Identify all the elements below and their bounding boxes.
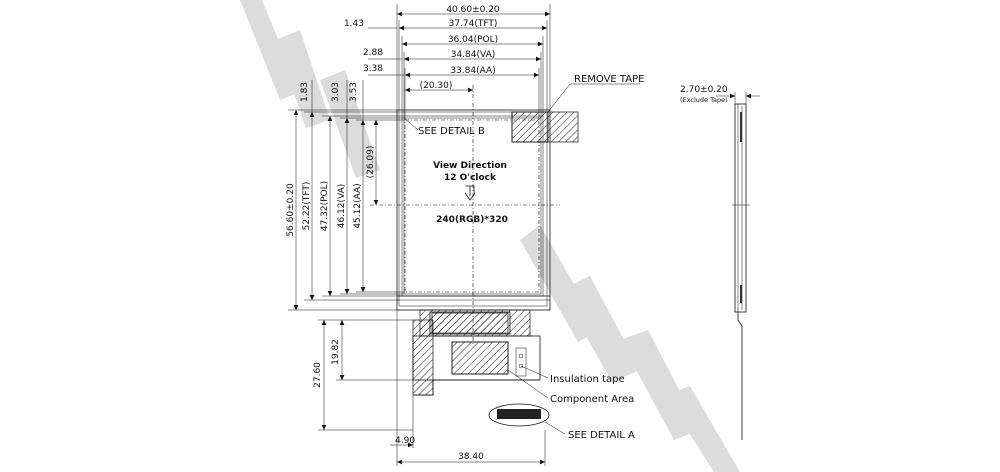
note-component-area: Component Area	[550, 394, 634, 405]
dim-aa-width: 33.84(AA)	[450, 66, 495, 76]
insulation-tape	[515, 347, 527, 377]
detail-a-ellipse	[488, 403, 550, 427]
dim-side-thickness-note: (Exclude Tape)	[680, 96, 728, 104]
width-dimensions: 40.60±0.20 37.74(TFT) 36.04(POL) 34.84(V…	[344, 4, 551, 120]
dim-fpc-part: 19.82	[331, 339, 341, 365]
dim-overall-width: 40.60±0.20	[446, 5, 500, 15]
dim-side-thickness: 2.70±0.20	[680, 85, 728, 95]
dim-va-height: 46.12(VA)	[337, 184, 347, 229]
front-view: View Direction 12 O'clock 240(RGB)*320	[286, 4, 644, 466]
height-dimensions: 56.60±0.20 52.22(TFT) 47.32(POL) 46.12(V…	[286, 80, 405, 311]
dim-aa-height: 45.12(AA)	[353, 183, 363, 228]
dim-overall-height: 56.60±0.20	[286, 183, 296, 237]
fpc-dimensions: 27.60 19.82 4.90 38.40	[313, 310, 546, 466]
fpc-tail	[412, 319, 434, 396]
dim-fpc-offset: 4.90	[395, 436, 415, 446]
note-insulation-tape: Insulation tape	[550, 374, 625, 385]
dim-center-width: (20.30)	[420, 81, 453, 91]
dim-fpc-total: 27.60	[313, 362, 323, 388]
side-view: 2.70±0.20 (Exclude Tape)	[680, 85, 760, 440]
view-direction-arrow-icon	[464, 185, 476, 201]
callouts: REMOVE TAPE SEE DETAIL B Insulation tape…	[403, 74, 644, 441]
dim-tft-height: 52.22(TFT)	[302, 182, 312, 231]
aa-outline	[404, 119, 540, 293]
dim-center-height: (26.09)	[366, 146, 376, 179]
dim-pol-height: 47.32(POL)	[320, 181, 330, 231]
side-fpc-tail	[737, 312, 743, 440]
view-direction-label: View Direction	[433, 161, 507, 171]
resolution-label: 240(RGB)*320	[436, 215, 508, 225]
note-remove-tape: REMOVE TAPE	[574, 74, 644, 85]
dim-fpc-width: 38.40	[458, 452, 484, 462]
component-area	[451, 341, 509, 375]
dim-tft-width: 37.74(TFT)	[449, 19, 498, 29]
side-profile	[734, 103, 747, 313]
dim-aa-offset: 3.38	[363, 64, 383, 74]
watermark	[240, 0, 740, 472]
clock-label: 12 O'clock	[444, 173, 497, 183]
dim-top-offset: 1.83	[300, 82, 310, 102]
pol-outline	[401, 115, 544, 297]
va-outline	[403, 117, 542, 295]
dim-va-offset: 2.88	[363, 48, 383, 58]
dim-tft-offset: 1.43	[344, 19, 364, 29]
note-see-detail-a: SEE DETAIL A	[568, 430, 635, 441]
dim-va-width: 34.84(VA)	[451, 50, 496, 60]
note-see-detail-b: SEE DETAIL B	[418, 126, 485, 137]
dim-va-top-offset: 3.03	[331, 82, 341, 102]
dim-aa-top-offset: 3.53	[349, 82, 359, 102]
dim-pol-width: 36.04(POL)	[448, 35, 498, 45]
remove-tape	[511, 111, 579, 143]
